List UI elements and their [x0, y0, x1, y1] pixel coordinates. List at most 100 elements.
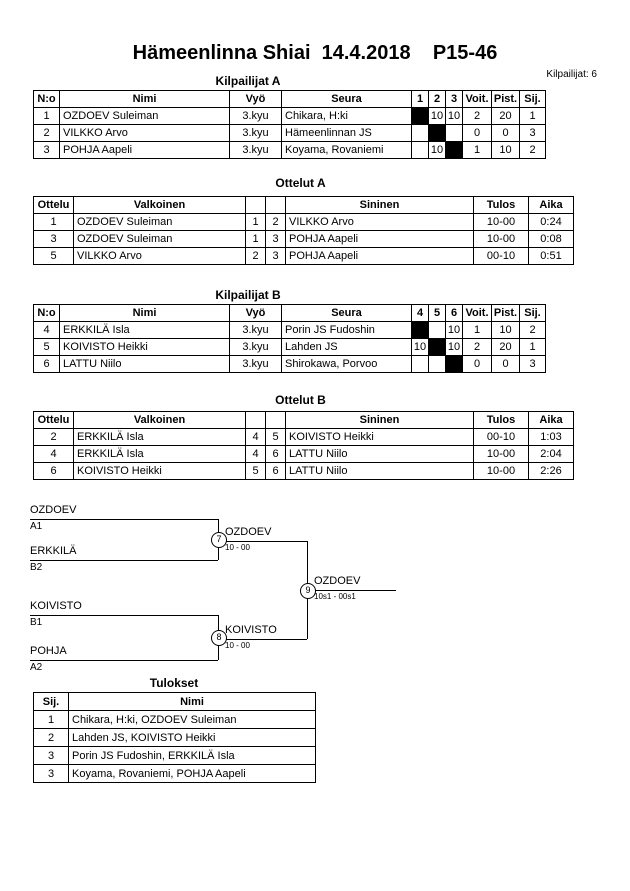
col-header-white-number: [245, 411, 266, 429]
cell-place: 1: [33, 710, 69, 729]
col-header-no: N:o: [33, 304, 60, 322]
cell-name: KOIVISTO Heikki: [59, 338, 230, 356]
cell-name: LATTU Niilo: [59, 355, 230, 373]
cell-place: 1: [519, 107, 546, 125]
cell-belt: 3.kyu: [229, 338, 282, 356]
pool-a-table: N:o Nimi Vyö Seura 1 2 3 Voit. Pist. Sij…: [33, 90, 546, 159]
cell-blue-name: POHJA Aapeli: [285, 247, 474, 265]
cell-wins: 0: [462, 355, 492, 373]
table-row: 5 KOIVISTO Heikki 3.kyu Lahden JS 10 10 …: [33, 338, 546, 356]
table-row: 2 ERKKILÄ Isla 4 5 KOIVISTO Heikki 00-10…: [33, 428, 574, 446]
col-header-name: Nimi: [59, 304, 230, 322]
cell-blue-number: 6: [265, 462, 286, 480]
table-row: 1 OZDOEV Suleiman 1 2 VILKKO Arvo 10-00 …: [33, 213, 574, 231]
col-header-result: Tulos: [473, 196, 529, 214]
bracket-slot-semi2-top: KOIVISTO B1: [30, 599, 218, 628]
cell-name: Lahden JS, KOIVISTO Heikki: [68, 728, 316, 747]
cell-time: 0:51: [528, 247, 574, 265]
col-header-points: Pist.: [491, 304, 520, 322]
cell-blue-number: 5: [265, 428, 286, 446]
bracket-player-name: POHJA: [30, 644, 218, 661]
pool-a-heading: Kilpailijat A: [215, 74, 281, 88]
cell-blue-name: VILKKO Arvo: [285, 213, 474, 231]
col-header-name: Nimi: [68, 692, 316, 711]
col-header-blue: Sininen: [285, 411, 474, 429]
cell-name: ERKKILÄ Isla: [59, 321, 230, 339]
cell-result-6: 10: [445, 321, 463, 339]
cell-belt: 3.kyu: [229, 107, 282, 125]
cell-result-2: 10: [428, 141, 446, 159]
bracket-player-name: OZDOEV: [30, 503, 218, 520]
table-row: 1 Chikara, H:ki, OZDOEV Suleiman: [33, 710, 316, 729]
col-header-no: N:o: [33, 90, 60, 108]
cell-match-no: 4: [33, 445, 74, 463]
col-header-white-number: [245, 196, 266, 214]
cell-time: 2:04: [528, 445, 574, 463]
col-header-1: 1: [411, 90, 429, 108]
col-header-white: Valkoinen: [73, 196, 246, 214]
cell-self-black: [428, 124, 446, 142]
match-number-circle: 9: [300, 583, 316, 599]
cell-wins: 1: [462, 321, 492, 339]
table-row: 1 OZDOEV Suleiman 3.kyu Chikara, H:ki 10…: [33, 107, 546, 125]
table-row: 3 POHJA Aapeli 3.kyu Koyama, Rovaniemi 1…: [33, 141, 546, 159]
cell-belt: 3.kyu: [229, 321, 282, 339]
cell-points: 10: [491, 321, 520, 339]
cell-white-name: ERKKILÄ Isla: [73, 445, 246, 463]
cell-belt: 3.kyu: [229, 355, 282, 373]
cell-place: 3: [519, 355, 546, 373]
header-row: Ottelu Valkoinen Sininen Tulos Aika: [33, 196, 574, 214]
col-header-match: Ottelu: [33, 196, 74, 214]
cell-points: 20: [491, 338, 520, 356]
cell-result-3: 10: [445, 107, 463, 125]
col-header-6: 6: [445, 304, 463, 322]
cell-white-name: OZDOEV Suleiman: [73, 230, 246, 248]
col-header-white: Valkoinen: [73, 411, 246, 429]
bracket-winner-score: 10 - 00: [225, 543, 250, 552]
cell-white-number: 5: [245, 462, 266, 480]
bracket-slot-semi1-bottom: ERKKILÄ B2: [30, 544, 218, 573]
cell-no: 5: [33, 338, 60, 356]
header-row: Sij. Nimi: [33, 692, 316, 711]
col-header-3: 3: [445, 90, 463, 108]
cell-name: Koyama, Rovaniemi, POHJA Aapeli: [68, 764, 316, 783]
cell-points: 0: [491, 124, 520, 142]
cell-wins: 2: [462, 338, 492, 356]
bracket-player-seed: B1: [30, 617, 43, 628]
bracket-winner-score: 10s1 - 00s1: [314, 592, 356, 601]
cell-match-no: 3: [33, 230, 74, 248]
cell-blue-number: 3: [265, 230, 286, 248]
cell-white-number: 4: [245, 428, 266, 446]
cell-result: 00-10: [473, 247, 529, 265]
cell-place: 1: [519, 338, 546, 356]
col-header-points: Pist.: [491, 90, 520, 108]
cell-result: 10-00: [473, 230, 529, 248]
cell-no: 6: [33, 355, 60, 373]
cell-name: OZDOEV Suleiman: [59, 107, 230, 125]
page-title: Hämeenlinna Shiai 14.4.2018 P15-46: [132, 42, 498, 64]
cell-result-4: [411, 355, 429, 373]
cell-blue-name: LATTU Niilo: [285, 462, 474, 480]
matches-b-heading: Ottelut B: [275, 393, 326, 407]
cell-no: 1: [33, 107, 60, 125]
col-header-place: Sij.: [519, 304, 546, 322]
col-header-place: Sij.: [33, 692, 69, 711]
col-header-belt: Vyö: [229, 90, 282, 108]
cell-white-name: KOIVISTO Heikki: [73, 462, 246, 480]
bracket-player-seed: A1: [30, 521, 43, 532]
bracket-winner-semi2: KOIVISTO 10 - 00: [225, 623, 307, 650]
cell-points: 10: [491, 141, 520, 159]
results-table: Sij. Nimi 1 Chikara, H:ki, OZDOEV Suleim…: [33, 692, 316, 783]
match-number-circle: 8: [211, 630, 227, 646]
cell-white-name: ERKKILÄ Isla: [73, 428, 246, 446]
cell-blue-number: 2: [265, 213, 286, 231]
cell-no: 3: [33, 141, 60, 159]
cell-points: 0: [491, 355, 520, 373]
cell-white-number: 2: [245, 247, 266, 265]
cell-name: Chikara, H:ki, OZDOEV Suleiman: [68, 710, 316, 729]
cell-result-2: 10: [428, 107, 446, 125]
col-header-blue: Sininen: [285, 196, 474, 214]
header-row: Ottelu Valkoinen Sininen Tulos Aika: [33, 411, 574, 429]
cell-name: Porin JS Fudoshin, ERKKILÄ Isla: [68, 746, 316, 765]
